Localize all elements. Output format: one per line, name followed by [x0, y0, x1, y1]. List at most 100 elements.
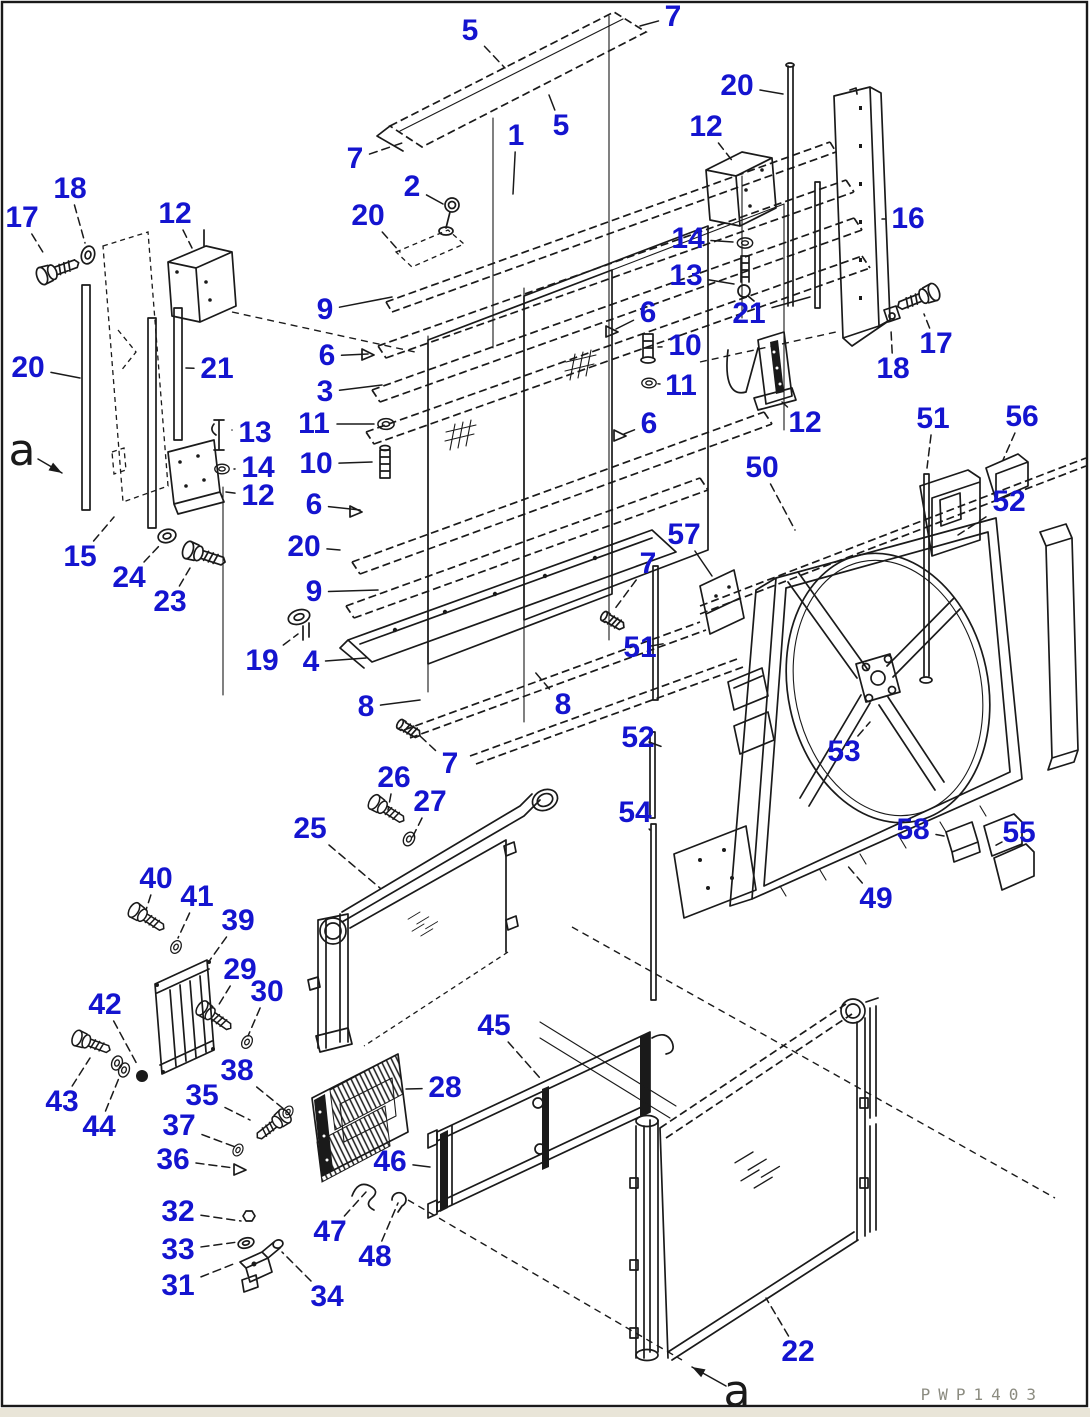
callout-30-64: 30 — [250, 977, 283, 1007]
callout-24-36: 24 — [112, 563, 145, 593]
callout-9-38: 9 — [306, 577, 323, 607]
callout-21-12: 21 — [732, 299, 765, 329]
leader-6-24 — [624, 430, 635, 434]
leader-24-36 — [144, 545, 160, 562]
callout-45-66: 45 — [477, 1011, 510, 1041]
leader-29-63 — [218, 986, 230, 1006]
callout-9-16: 9 — [317, 295, 334, 325]
leader-9-38 — [329, 590, 379, 592]
callout-4-40: 4 — [303, 647, 320, 677]
callout-27-46: 27 — [413, 787, 446, 817]
leader-23-37 — [179, 568, 190, 586]
callout-33-76: 33 — [161, 1235, 194, 1265]
side-pad-column — [1040, 524, 1078, 770]
callout-36-72: 36 — [156, 1145, 189, 1175]
callout-6-17: 6 — [319, 341, 336, 371]
callout-5-0: 5 — [462, 16, 479, 46]
leader-55-58 — [996, 842, 1002, 845]
callout-8-42: 8 — [555, 690, 572, 720]
leader-47-78 — [344, 1192, 366, 1216]
leader-22-81 — [766, 1298, 789, 1336]
callout-32-75: 32 — [161, 1197, 194, 1227]
bolt-icon — [180, 540, 227, 571]
radiator-core — [428, 204, 784, 664]
view-marker-a-0: a — [9, 429, 36, 473]
leader-43-67 — [72, 1058, 90, 1086]
view-arrow-head-0 — [49, 463, 62, 473]
screw-icon — [599, 610, 626, 631]
callout-20-28: 20 — [11, 353, 44, 383]
bolt-icon — [126, 901, 168, 936]
grommet-19 — [286, 607, 311, 640]
callout-20-6: 20 — [351, 201, 384, 231]
callout-53-55: 53 — [827, 737, 860, 767]
leader-5-2 — [549, 95, 555, 110]
leader-1-4 — [513, 152, 515, 194]
bolt-icon — [194, 999, 236, 1035]
leader-6-21 — [616, 320, 634, 329]
callout-10-22: 10 — [668, 331, 701, 361]
leader-20-6 — [382, 232, 400, 252]
callout-7-3: 7 — [347, 144, 364, 174]
clip-13-left — [212, 420, 224, 450]
callout-10-20: 10 — [299, 449, 332, 479]
leader-5-0 — [485, 46, 506, 68]
clamp-boxes — [728, 668, 774, 754]
callout-16-9: 16 — [891, 204, 924, 234]
leader-18-26 — [74, 205, 85, 243]
washer-icon — [239, 1034, 254, 1051]
leader-6-17 — [342, 354, 369, 355]
callout-11-23: 11 — [665, 371, 697, 401]
leader-48-79 — [382, 1203, 398, 1241]
callout-37-71: 37 — [162, 1111, 195, 1141]
leader-9-16 — [340, 297, 393, 307]
callout-20-34: 20 — [287, 532, 320, 562]
leader-17-25 — [32, 234, 44, 254]
nut-32 — [243, 1211, 255, 1221]
leader-31-77 — [201, 1263, 236, 1277]
callout-2-5: 2 — [404, 172, 421, 202]
leader-35-70 — [225, 1108, 250, 1121]
leader-44-68 — [106, 1078, 119, 1111]
callout-21-29: 21 — [200, 354, 233, 384]
leader-10-20 — [339, 462, 372, 463]
callout-40-60: 40 — [139, 864, 172, 894]
washer-icon — [79, 245, 96, 266]
hose-47 — [352, 1184, 376, 1210]
leader-20-28 — [51, 372, 80, 378]
view-marker-a-1: a — [724, 1370, 751, 1414]
leader-19-39 — [283, 634, 298, 645]
callout-18-14: 18 — [876, 354, 909, 384]
leader-36-72 — [196, 1163, 234, 1168]
callout-6-33: 6 — [306, 490, 323, 520]
fan-shroud — [650, 454, 1086, 1000]
callout-31-77: 31 — [161, 1271, 194, 1301]
leader-2-5 — [427, 195, 444, 204]
bolt-icon — [894, 282, 942, 315]
leader-4-40 — [326, 658, 367, 661]
leader-18-14 — [891, 330, 892, 353]
leader-38-69 — [257, 1087, 285, 1110]
callout-48-79: 48 — [358, 1242, 391, 1272]
washer-icon — [231, 1142, 245, 1157]
callout-26-45: 26 — [377, 763, 410, 793]
bolt-icon — [34, 254, 82, 286]
leader-58-57 — [936, 834, 944, 836]
callout-51-53: 51 — [623, 633, 656, 663]
radiator-22 — [540, 998, 878, 1361]
leader-51-49 — [927, 435, 931, 468]
callout-46-74: 46 — [373, 1147, 406, 1177]
bracket-12-bottom-left — [168, 440, 224, 514]
bolt-icon — [366, 793, 408, 828]
callout-23-37: 23 — [153, 587, 186, 617]
leader-8-41 — [381, 700, 421, 705]
callout-25-47: 25 — [293, 814, 326, 844]
callout-17-13: 17 — [919, 329, 952, 359]
mount-foot — [674, 826, 756, 918]
callout-1-4: 1 — [508, 121, 525, 151]
clip-48 — [392, 1193, 406, 1212]
callout-13-11: 13 — [669, 261, 702, 291]
leader-40-60 — [146, 895, 151, 910]
bolt-icon — [252, 1107, 293, 1144]
